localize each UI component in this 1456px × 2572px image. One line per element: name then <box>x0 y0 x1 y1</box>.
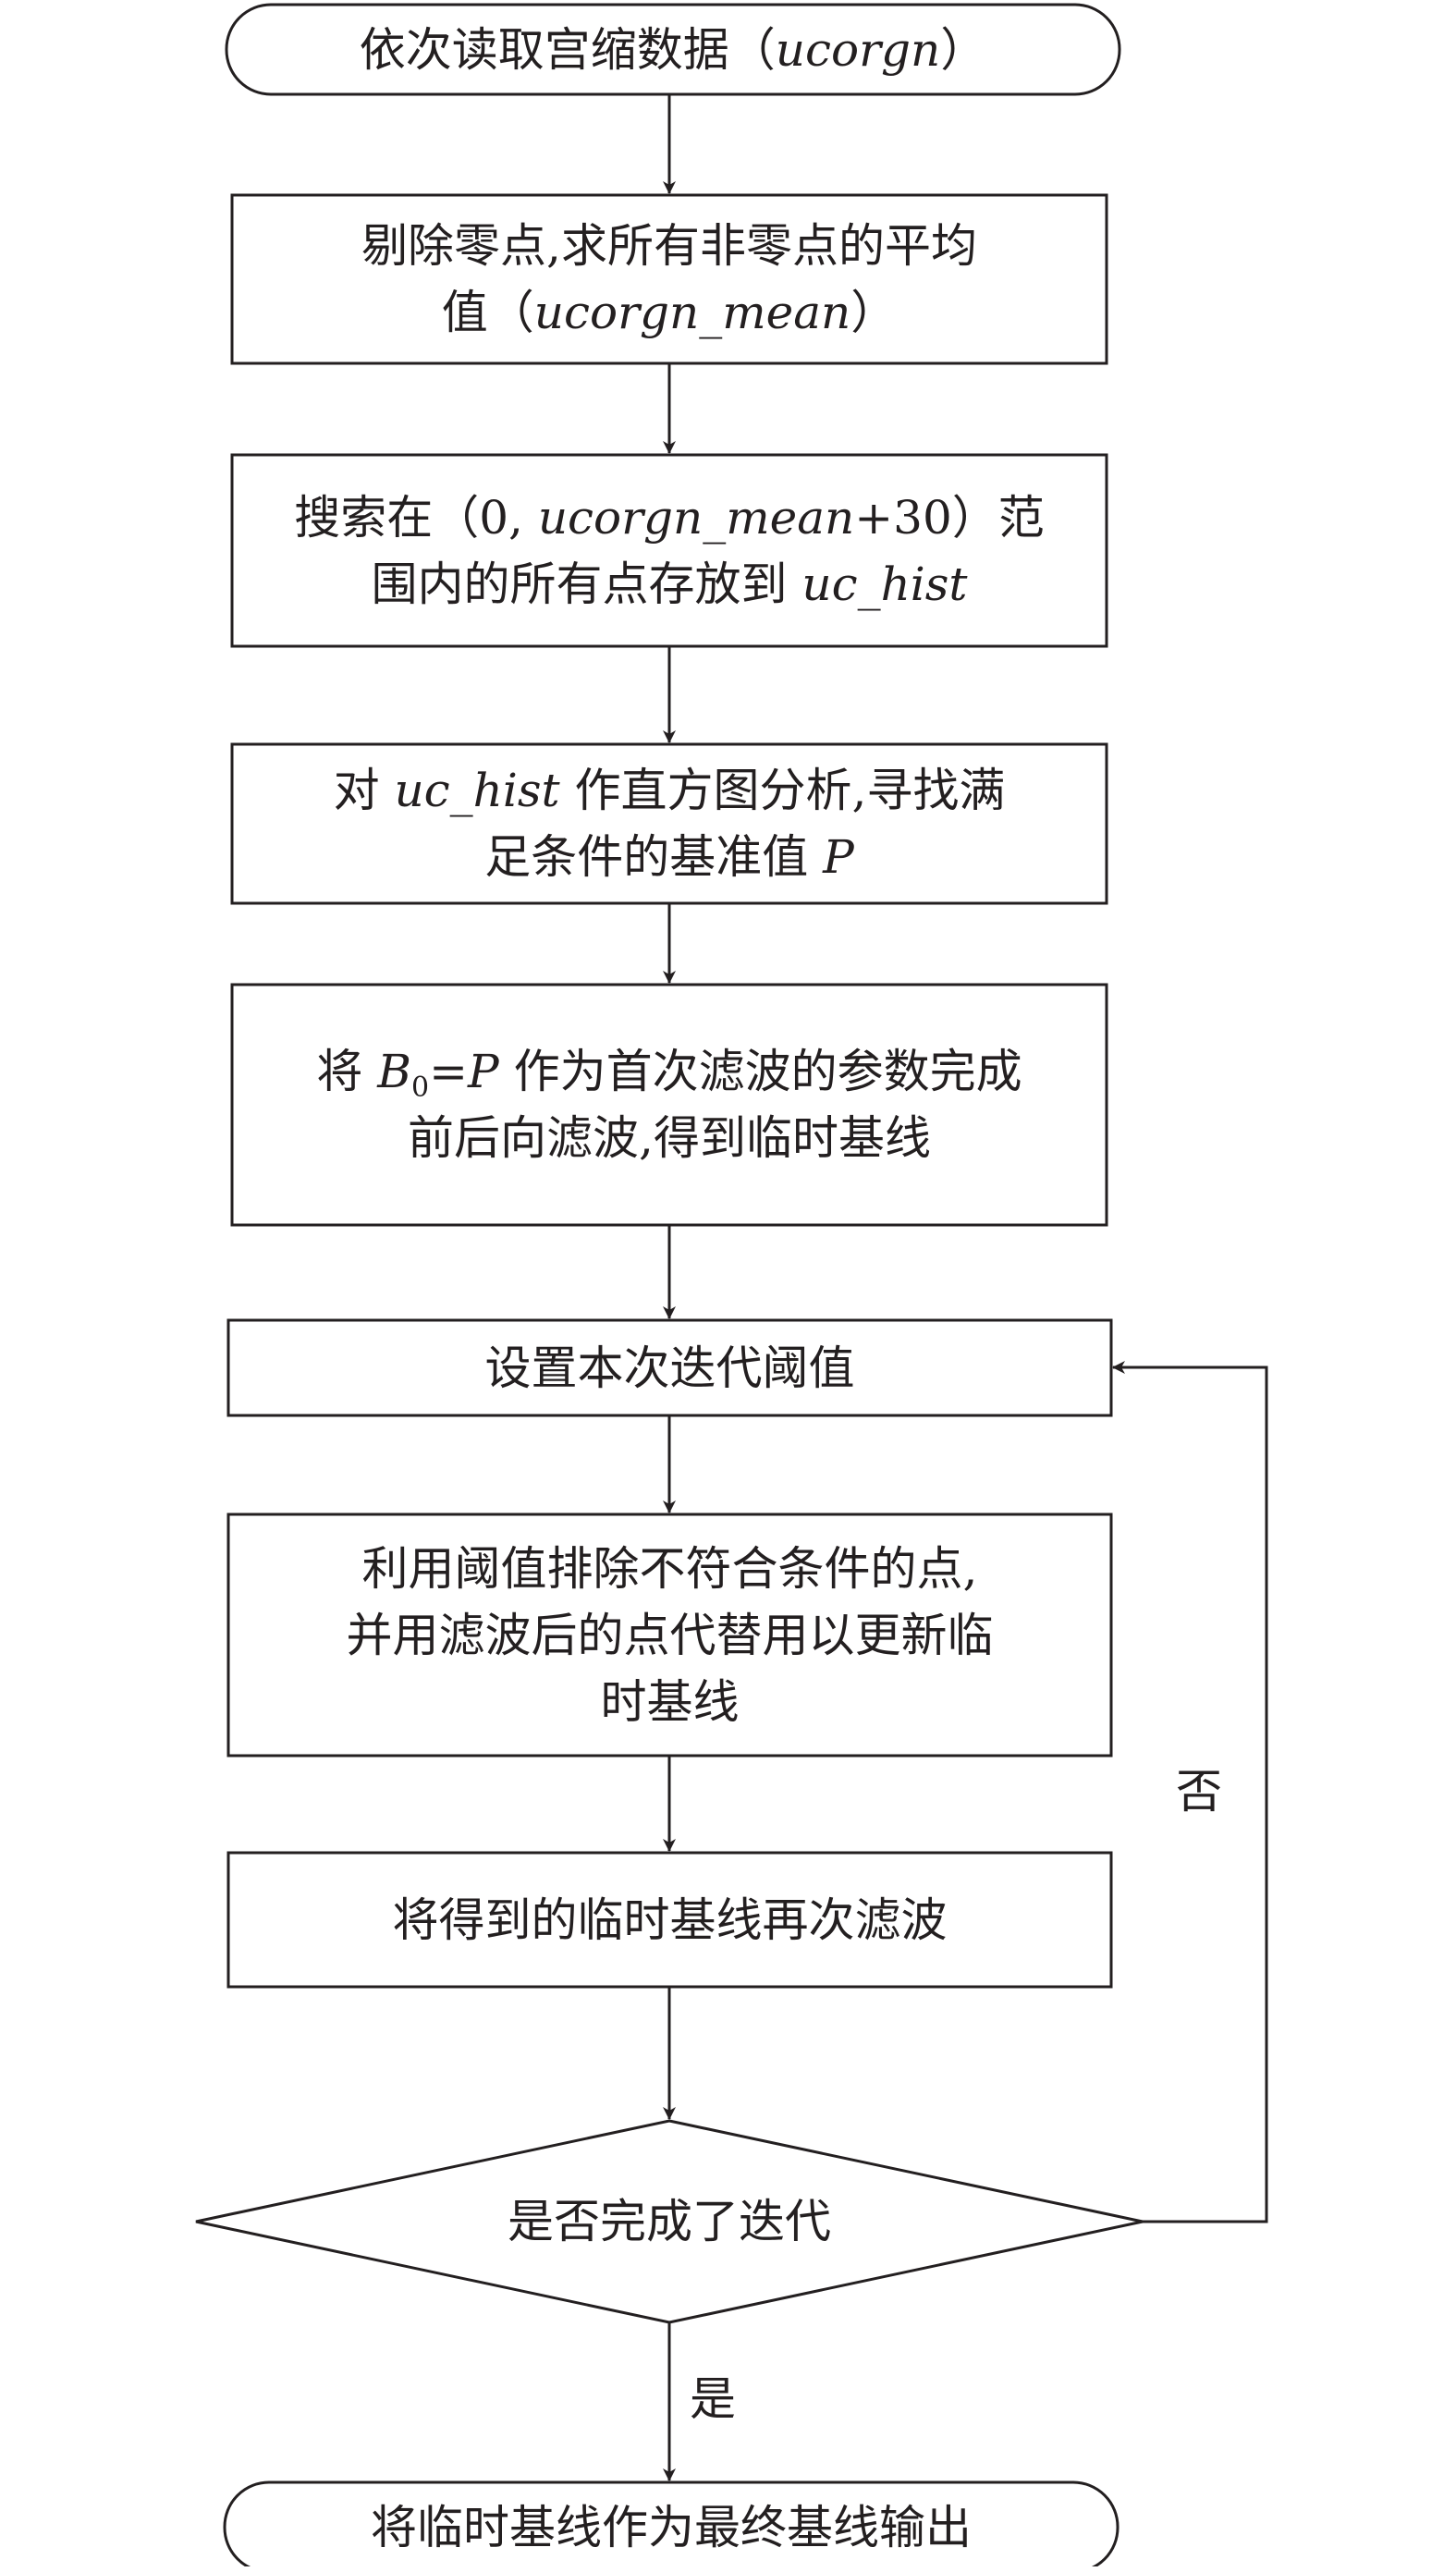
refilter-process-text: 将得到的临时基线再次滤波 <box>392 1892 948 1947</box>
output-terminal-shape <box>223 2480 1120 2566</box>
yes-branch-label: 是 <box>690 2372 736 2426</box>
exclude-process-text: 利用阈值排除不符合条件的点, 并用滤波后的点代替用以更新临 时基线 <box>346 1541 994 1729</box>
start-terminal-shape <box>225 3 1121 96</box>
decision-text: 是否完成了迭代 <box>508 2195 831 2248</box>
hist-process-shape <box>230 742 1108 905</box>
threshold-process-text: 设置本次迭代阈值 <box>484 1341 855 1395</box>
mean-process-text: 剔除零点,求所有非零点的平均 值（ucorgn_mean） <box>361 219 977 339</box>
hist-process-text: 对 uc_hist 作直方图分析,寻找满 足条件的基准值 P <box>333 764 1006 884</box>
search-process-text: 搜索在（0, ucorgn_mean+30）范 围内的所有点存放到 uc_his… <box>294 490 1045 611</box>
filter-process-shape <box>230 983 1108 1227</box>
mean-process-shape <box>230 193 1108 365</box>
output-terminal-text: 将临时基线作为最终基线输出 <box>371 2500 972 2554</box>
start-terminal-text: 依次读取宫缩数据（ucorgn） <box>359 22 987 77</box>
arrow-no-loop-back <box>1112 1361 1268 2223</box>
no-branch-label: 否 <box>1176 1765 1222 1819</box>
filter-process-text: 将 B0=P 作为首次滤波的参数完成 前后向滤波,得到临时基线 <box>316 1045 1022 1165</box>
search-process-shape <box>230 453 1108 648</box>
refilter-process-shape <box>226 1851 1113 1989</box>
